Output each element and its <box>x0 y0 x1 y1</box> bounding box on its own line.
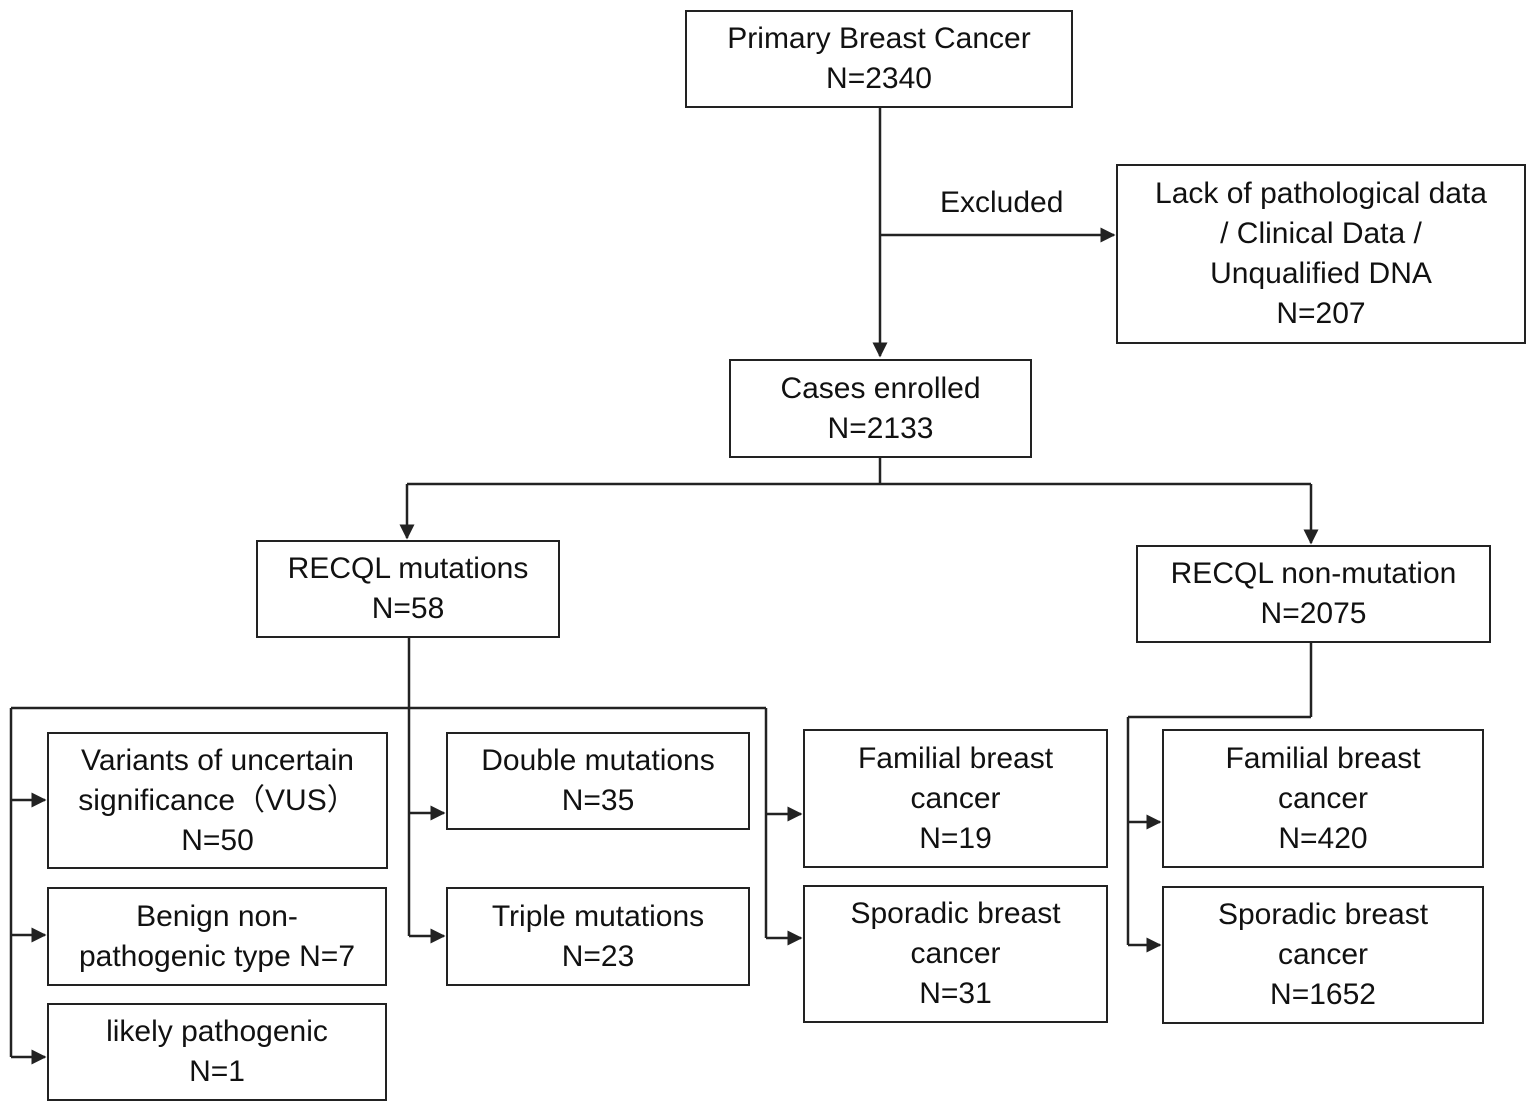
recql-non-mutation-box: RECQL non-mutation N=2075 <box>1136 545 1491 643</box>
fam-non-line-1: Familial breast <box>1225 741 1421 775</box>
enrolled-title: Cases enrolled <box>780 371 981 405</box>
vus-line-1: Variants of uncertain <box>81 743 354 777</box>
recql-nonmut-title: RECQL non-mutation <box>1170 557 1457 590</box>
primary-count: N=2340 <box>826 62 932 95</box>
excluded-line-1: Lack of pathological data <box>1155 177 1487 210</box>
recql-nonmut-count: N=2075 <box>1260 597 1367 630</box>
fam-mut-line-2: cancer <box>910 781 1001 815</box>
spor-mut-line-2: cancer <box>910 937 1001 970</box>
triple-title: Triple mutations <box>491 899 705 933</box>
sporadic-nonmut-box: Sporadic breast cancer N=1652 <box>1162 886 1484 1024</box>
enrolled-count: N=2133 <box>827 411 934 445</box>
benign-line-2: pathogenic type N=7 <box>78 939 356 973</box>
recql-mut-title: RECQL mutations <box>287 552 529 585</box>
familial-mut-box: Familial breast cancer N=19 <box>803 729 1108 868</box>
spor-mut-count: N=31 <box>919 977 992 1010</box>
likely-path-title: likely pathogenic <box>106 1015 328 1048</box>
excluded-line-2: / Clinical Data / <box>1220 217 1422 250</box>
fam-non-line-2: cancer <box>1277 781 1369 815</box>
vus-count: N=50 <box>181 823 254 857</box>
vus-box: Variants of uncertain significance（VUS） … <box>47 732 388 869</box>
fam-non-count: N=420 <box>1278 821 1368 855</box>
primary-breast-cancer-box: Primary Breast Cancer N=2340 <box>685 10 1073 108</box>
familial-nonmut-box: Familial breast cancer N=420 <box>1162 729 1484 868</box>
cases-enrolled-box: Cases enrolled N=2133 <box>729 359 1032 458</box>
primary-title: Primary Breast Cancer <box>727 22 1031 55</box>
spor-mut-line-1: Sporadic breast <box>850 897 1061 930</box>
recql-mut-count: N=58 <box>371 592 445 625</box>
benign-box: Benign non- pathogenic type N=7 <box>47 887 387 986</box>
spor-non-line-1: Sporadic breast <box>1217 898 1429 931</box>
excluded-label: Excluded <box>940 186 1064 219</box>
fam-mut-line-1: Familial breast <box>857 741 1054 775</box>
double-mutations-box: Double mutations N=35 <box>446 732 750 830</box>
triple-count: N=23 <box>561 939 635 973</box>
triple-mutations-box: Triple mutations N=23 <box>446 887 750 986</box>
double-title: Double mutations <box>481 744 715 777</box>
likely-path-count: N=1 <box>189 1055 245 1088</box>
double-count: N=35 <box>561 784 635 817</box>
excluded-box: Lack of pathological data / Clinical Dat… <box>1116 164 1526 344</box>
spor-non-line-2: cancer <box>1277 938 1369 971</box>
sporadic-mut-box: Sporadic breast cancer N=31 <box>803 885 1108 1023</box>
likely-pathogenic-box: likely pathogenic N=1 <box>47 1003 387 1101</box>
benign-line-1: Benign non- <box>136 899 298 933</box>
excluded-count: N=207 <box>1276 297 1366 330</box>
fam-mut-count: N=19 <box>919 821 992 855</box>
excluded-line-3: Unqualified DNA <box>1210 257 1432 290</box>
vus-line-2: significance（VUS） <box>78 783 357 817</box>
recql-mutations-box: RECQL mutations N=58 <box>256 540 560 638</box>
spor-non-count: N=1652 <box>1270 978 1376 1011</box>
